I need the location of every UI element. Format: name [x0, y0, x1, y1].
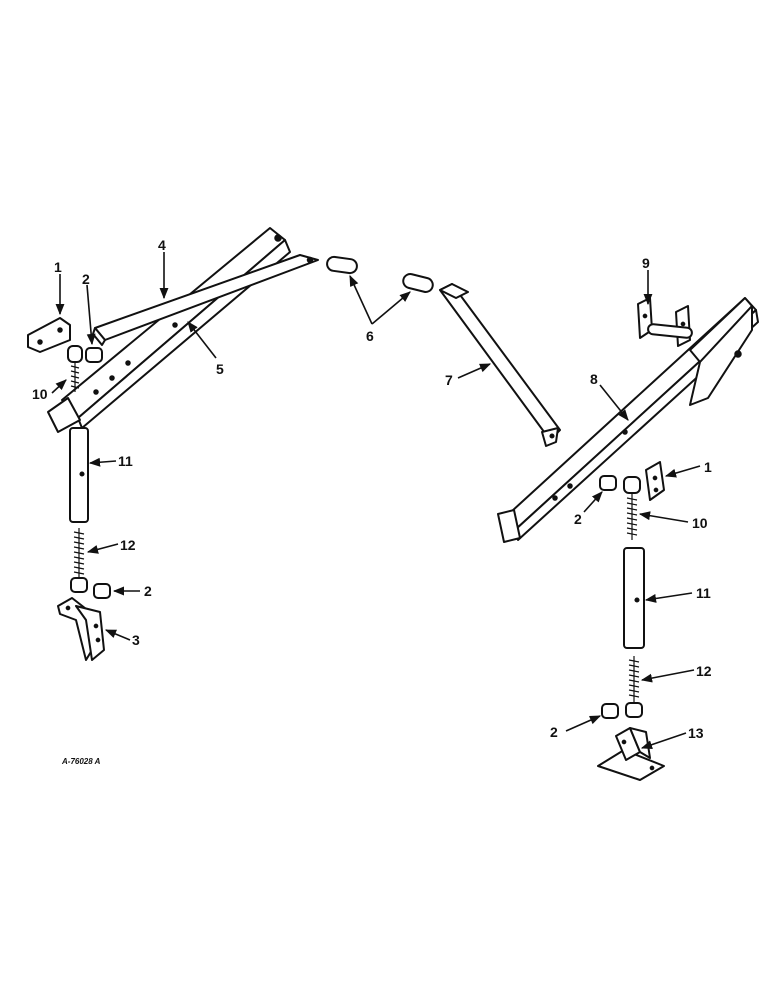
foot-bracket-part-13 [597, 727, 665, 781]
strut-part-7 [439, 283, 561, 447]
spacer-part-2-top-left [85, 347, 103, 363]
leader-11-right [644, 592, 693, 603]
callout-5: 5 [216, 361, 224, 377]
leader-2-top-right [583, 491, 603, 513]
callout-2-top-left: 2 [82, 271, 90, 287]
leader-6a [349, 274, 373, 325]
foot-bracket-part-3 [57, 597, 105, 661]
bracket-part-1-right [645, 461, 665, 501]
leader-13 [640, 732, 687, 749]
callout-6: 6 [366, 328, 374, 344]
callout-12-left: 12 [120, 537, 136, 553]
spacer-part-2-bottom-right [601, 703, 619, 719]
eyebolt-part-10-left [67, 345, 83, 392]
spacer-part-2-bottom-left [93, 583, 111, 599]
callout-2-top-right: 2 [574, 511, 582, 527]
clamp-part-9 [637, 297, 693, 347]
callout-1-left: 1 [54, 259, 62, 275]
leader-2-bottom-right [565, 715, 602, 732]
callout-labels: 1 2 4 5 6 7 10 11 12 2 3 9 8 1 2 10 11 1… [32, 237, 712, 741]
callout-1-right: 1 [704, 459, 712, 475]
leader-10-right [638, 511, 689, 523]
brace-part-4 [92, 254, 319, 346]
leader-12-right [640, 669, 695, 683]
callout-8: 8 [590, 371, 598, 387]
leader-12-left [86, 543, 119, 554]
leader-11-left [88, 457, 117, 467]
callout-10-left: 10 [32, 386, 48, 402]
spacer-part-6-right [402, 273, 434, 293]
callout-2-bottom-left: 2 [144, 583, 152, 599]
leader-2-top-left [86, 284, 96, 346]
callout-11-left: 11 [118, 453, 133, 469]
leader-7 [457, 363, 492, 379]
callout-10-right: 10 [692, 515, 708, 531]
spacer-part-2-top-right [599, 475, 617, 491]
leader-6b [371, 291, 411, 325]
leader-5 [187, 321, 217, 359]
threaded-rod-part-12-left [70, 528, 88, 593]
spacer-part-6-left [326, 255, 358, 275]
callout-7: 7 [445, 372, 453, 388]
callout-11-right: 11 [696, 585, 711, 601]
callout-2-bottom-right: 2 [550, 724, 558, 740]
leader-3 [104, 629, 131, 641]
leader-lines [51, 252, 701, 749]
callout-3: 3 [132, 632, 140, 648]
tube-part-11-right [623, 547, 645, 649]
eyebolt-part-10-right [623, 476, 641, 540]
callout-12-right: 12 [696, 663, 712, 679]
bracket-part-1-left [27, 317, 71, 353]
leader-1-right [664, 465, 701, 478]
tube-part-11-left [69, 427, 89, 523]
threaded-rod-part-12-right [625, 656, 643, 718]
callout-13: 13 [688, 725, 704, 741]
callout-4: 4 [158, 237, 166, 253]
figure-id-label: A-76028 A [61, 757, 101, 766]
leader-8 [599, 384, 629, 421]
callout-9: 9 [642, 255, 650, 271]
leader-10-left [51, 379, 67, 394]
bar-part-5 [47, 227, 291, 433]
